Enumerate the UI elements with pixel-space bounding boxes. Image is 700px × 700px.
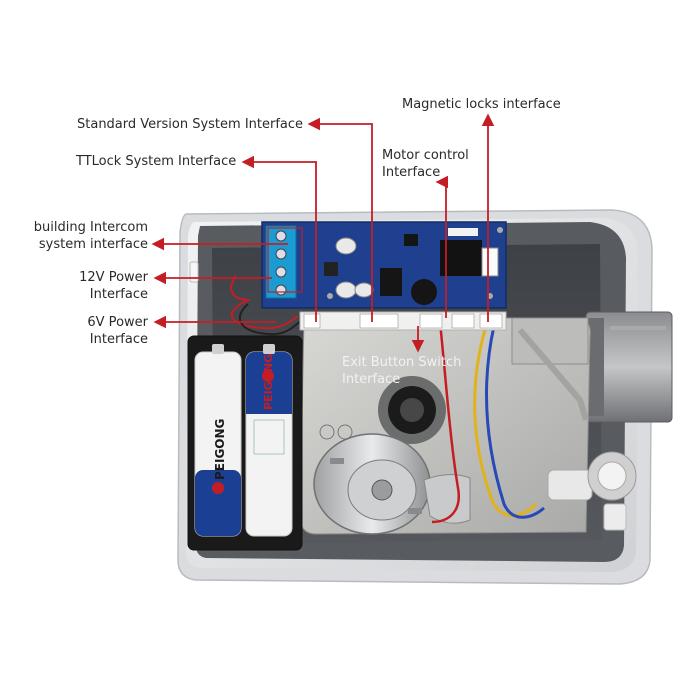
label-12v-power-line-1: 12V Power: [79, 270, 148, 285]
label-intercom-line-1: building Intercom: [33, 220, 148, 235]
label-standard-version: Standard Version System Interface: [77, 117, 304, 132]
connector-strip: [299, 311, 507, 331]
label-12v-power: 12V Power Interface: [79, 269, 148, 303]
label-6v-power-line-1: 6V Power: [87, 315, 148, 330]
label-motor-control: Motor control Interface: [382, 147, 469, 181]
label-12v-power-line-2: Interface: [89, 287, 148, 302]
label-6v-power: 6V Power Interface: [87, 314, 148, 348]
circuit-board: [261, 221, 507, 309]
lock-bolt: [585, 311, 673, 423]
label-motor-control-line-1: Motor control: [382, 148, 469, 163]
arrow-motor-control: [435, 175, 449, 318]
label-intercom: building Intercom system interface: [34, 219, 148, 253]
arrow-standard-version: [307, 117, 373, 322]
label-exit-button-line-2: Interface: [342, 372, 401, 387]
label-motor-control-line-2: Interface: [382, 165, 441, 180]
label-6v-power-line-2: Interface: [89, 332, 148, 347]
label-exit-button-line-1: Exit Button Switch: [342, 355, 462, 370]
label-magnetic-locks: Magnetic locks interface: [402, 97, 561, 112]
arrow-ttlock: [241, 155, 317, 322]
battery-brand-text: PEIGONG: [213, 419, 227, 480]
label-ttlock: TTLock System Interface: [76, 154, 237, 169]
battery-1: [194, 344, 242, 537]
battery-brand-text-2: PEIGONG: [262, 354, 275, 410]
wires: [230, 275, 545, 524]
label-exit-button: Exit Button Switch Interface: [342, 354, 461, 388]
battery-2: [245, 344, 293, 537]
motor: [313, 433, 471, 535]
label-intercom-line-2: system interface: [38, 237, 148, 252]
callout-arrows: [151, 113, 495, 353]
